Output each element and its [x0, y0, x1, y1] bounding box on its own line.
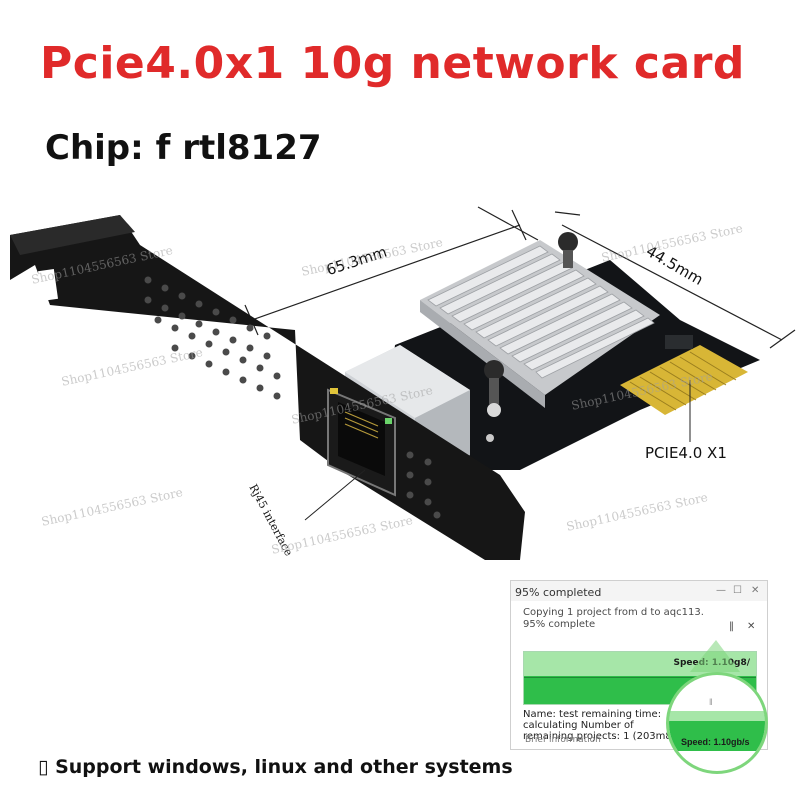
copy-status-line: Copying 1 project from d to aqc113.: [523, 607, 704, 618]
chip-label: Chip: f rtl8127: [45, 128, 322, 168]
speed-line: [524, 677, 756, 678]
magnified-speed-label: Speed: 1.10gb/s: [681, 737, 750, 747]
close-button[interactable]: ✕: [751, 585, 760, 596]
os-support-note: ▯ Support windows, linux and other syste…: [38, 756, 513, 778]
magnified-band: [669, 711, 765, 721]
speed-magnifier: ‖ Speed: 1.10gb/s: [666, 672, 768, 774]
info-line-1: Name: test remaining time:: [523, 709, 662, 720]
page-title: Pcie4.0x1 10g network card: [40, 38, 745, 89]
pause-icon[interactable]: ‖: [729, 621, 734, 632]
dialog-title: 95% completed: [515, 586, 602, 599]
magnified-pause-icon: ‖: [709, 697, 713, 707]
info-line-3: remaining projects: 1 (203m8): [523, 731, 676, 742]
slot-label: PCIE4.0 X1: [645, 444, 727, 462]
maximize-button[interactable]: ☐: [733, 585, 742, 596]
brief-information-toggle[interactable]: Brief information: [525, 735, 601, 745]
minimize-button[interactable]: —: [716, 585, 726, 596]
percent-complete-line: 95% complete: [523, 619, 596, 630]
info-line-2: calculating Number of: [523, 720, 634, 731]
cancel-icon[interactable]: ✕: [747, 621, 756, 632]
